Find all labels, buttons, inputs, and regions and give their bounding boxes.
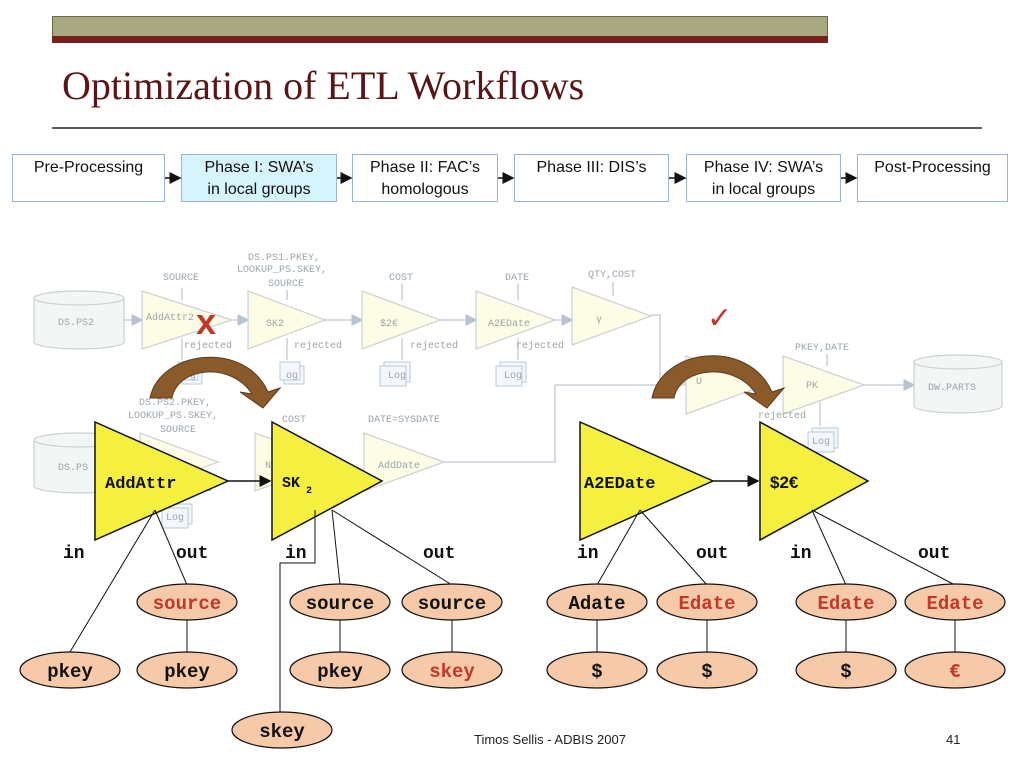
rejected-label: rejected — [410, 340, 458, 352]
attr-source: source — [153, 593, 221, 615]
param-date: DATE — [505, 273, 529, 284]
activity-a2edate: A2EDate — [584, 475, 655, 494]
param-pkey-lookup-1-line3: SOURCE — [268, 279, 304, 290]
attr-source: source — [306, 593, 374, 615]
top-accent-bar — [52, 36, 828, 43]
datastore-ds-ps2: DS.PS2 — [58, 318, 94, 329]
bg-activity-a2edate: A2EDate — [488, 319, 530, 330]
attr-adate: Adate — [568, 593, 625, 615]
out-label: out — [696, 544, 728, 564]
param-cost-2: COST — [282, 415, 306, 426]
phase-post-processing: Post-Processing — [857, 154, 1008, 202]
datastore-ds-ps: DS.PS — [58, 463, 88, 474]
rejected-label: rejected — [758, 410, 806, 422]
param-pkey-date: PKEY,DATE — [795, 343, 849, 354]
rejected-label: rejected — [294, 340, 342, 352]
bg-activity-nn: NN — [265, 461, 277, 472]
bg-activity-union: U — [696, 377, 702, 388]
log-label: Log — [166, 513, 184, 524]
param-source: SOURCE — [163, 273, 199, 284]
param-date-sysdate: DATE=SYSDATE — [368, 415, 440, 426]
title-divider — [52, 127, 982, 129]
bg-activity-pk: PK — [806, 381, 818, 392]
attr-dollar: $ — [701, 661, 712, 683]
attr-dollar: $ — [840, 661, 851, 683]
param-pkey-lookup-2-line1: DS.PS2.PKEY, — [139, 398, 211, 409]
background-workflow: DS.PS2 DS.PS DW.PARTS AddAttr2 SK2 $2€ A… — [33, 253, 1003, 529]
bg-activity-addattr2: AddAttr2 — [146, 312, 194, 324]
param-qty-cost: QTY,COST — [588, 270, 636, 281]
attr-pkey: pkey — [317, 661, 363, 683]
out-label: out — [176, 544, 208, 564]
attr-edate: Edate — [678, 593, 735, 615]
attr-skey: skey — [259, 721, 305, 743]
activity-addattr: AddAttr — [105, 475, 176, 494]
attr-dollar: $ — [591, 661, 602, 683]
attribute-ellipses — [19, 583, 1006, 749]
activity-d2e: $2€ — [770, 473, 799, 492]
rejected-label: rejected — [516, 340, 564, 352]
footer-author: Timos Sellis - ADBIS 2007 — [474, 732, 626, 747]
param-pkey-lookup-1-line1: DS.PS1.PKEY, — [248, 253, 320, 264]
foreground-activities — [94, 420, 870, 542]
out-label: out — [918, 544, 950, 564]
log-label: Log — [812, 437, 830, 448]
bg-activity-adddate: AddDate — [378, 460, 420, 472]
phase-three-dis: Phase III: DIS’s — [514, 154, 669, 202]
attr-euro: € — [949, 661, 960, 683]
page-number: 41 — [946, 732, 961, 747]
attr-skey: skey — [429, 661, 475, 683]
swap-arrows — [149, 355, 786, 409]
slide-title: Optimization of ETL Workflows — [62, 63, 585, 108]
attr-edate: Edate — [926, 593, 983, 615]
param-pkey-lookup-1-line2: LOOKUP_PS.SKEY, — [237, 265, 327, 276]
rejected-label: rejected — [184, 340, 232, 352]
phase-four-swa: Phase IV: SWA’s in local groups — [686, 154, 841, 202]
phase-pre-processing: Pre-Processing — [12, 154, 165, 202]
in-label: in — [790, 544, 812, 564]
bg-activity-sk2: SK2 — [266, 319, 284, 330]
activity-sk2: SK — [282, 475, 300, 492]
bg-activity-d2e: $2€ — [380, 318, 398, 330]
log-label: Log — [504, 371, 522, 382]
in-label: in — [577, 544, 599, 564]
attr-pkey: pkey — [47, 661, 93, 683]
in-label: in — [63, 544, 85, 564]
attr-pkey: pkey — [164, 661, 210, 683]
param-pkey-lookup-2-line3: SOURCE — [160, 425, 196, 436]
out-label: out — [423, 544, 455, 564]
phase-two-fac: Phase II: FAC’s homologous — [352, 154, 498, 202]
log-label: og — [286, 371, 298, 382]
attr-edate: Edate — [817, 593, 874, 615]
activity-sk2-subscript: 2 — [306, 486, 312, 497]
in-label: in — [285, 544, 307, 564]
datastore-dw-parts: DW.PARTS — [928, 383, 976, 394]
accept-mark: ✓ — [707, 301, 732, 336]
phase-one-swa: Phase I: SWA’s in local groups — [181, 154, 337, 202]
attr-source: source — [418, 593, 486, 615]
param-cost: COST — [389, 273, 413, 284]
param-pkey-lookup-2-line2: LOOKUP_PS.SKEY, — [128, 411, 218, 422]
bg-activity-gamma: γ — [596, 315, 602, 326]
reject-mark: x — [196, 301, 216, 342]
log-label: Log — [388, 371, 406, 382]
schema-lines — [69, 509, 956, 712]
